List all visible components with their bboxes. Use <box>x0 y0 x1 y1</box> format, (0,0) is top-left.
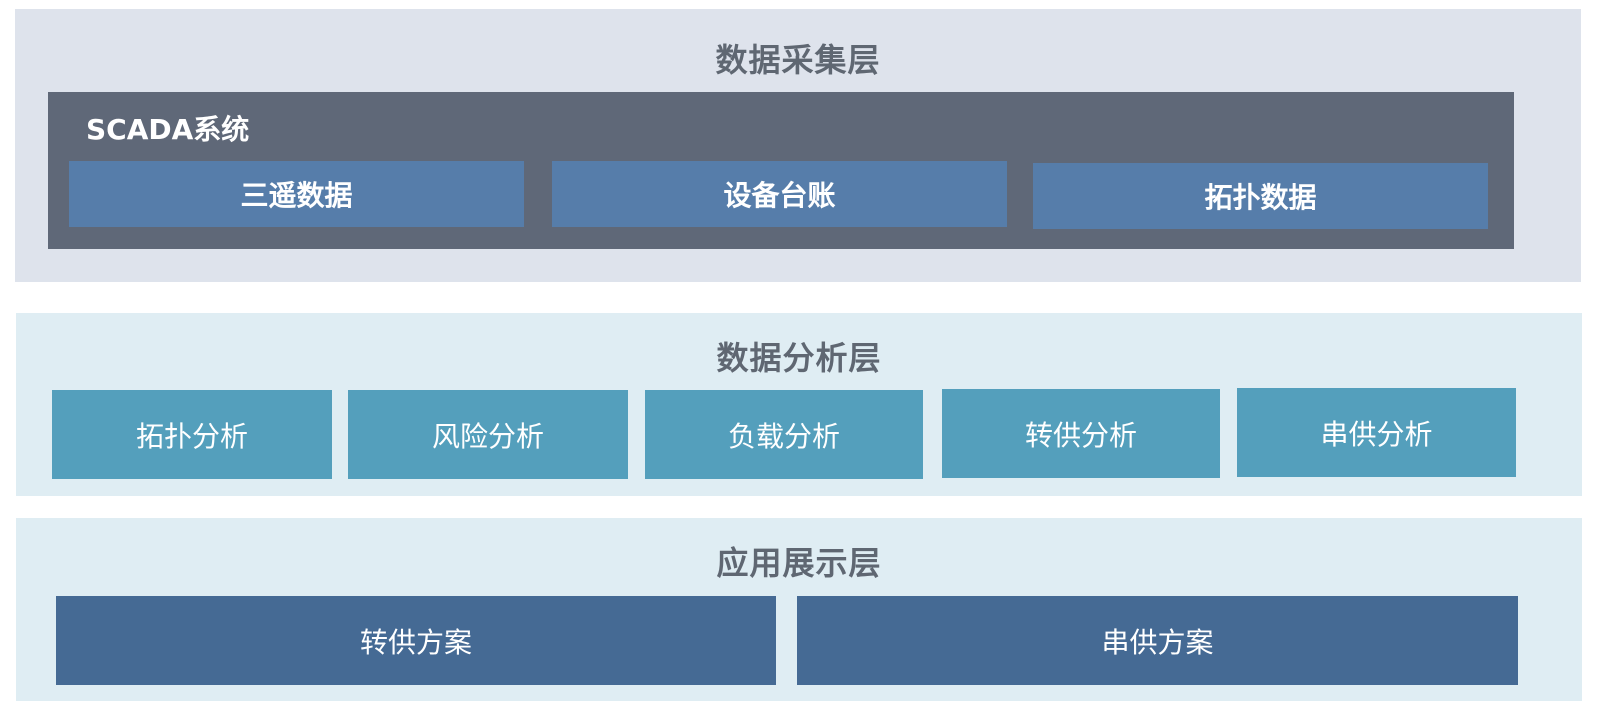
data-acquisition-layer: 数据采集层 SCADA系统 三遥数据 设备台账 拓扑数据 <box>15 9 1581 282</box>
application-layer: 应用展示层 转供方案 串供方案 <box>16 518 1582 701</box>
analysis-item-transfer: 转供分析 <box>942 389 1220 478</box>
analysis-item-load: 负载分析 <box>645 390 923 479</box>
application-layer-title: 应用展示层 <box>716 544 882 582</box>
analysis-item-risk: 风险分析 <box>348 390 628 479</box>
analysis-item-series-supply: 串供分析 <box>1237 388 1516 477</box>
analysis-item-topology: 拓扑分析 <box>52 390 332 479</box>
data-acquisition-layer-title: 数据采集层 <box>715 41 881 79</box>
scada-system-panel: SCADA系统 三遥数据 设备台账 拓扑数据 <box>48 92 1514 249</box>
data-analysis-layer: 数据分析层 拓扑分析 风险分析 负载分析 转供分析 串供分析 <box>16 313 1582 496</box>
application-item-transfer-plan: 转供方案 <box>56 596 776 685</box>
scada-item-topology-data: 拓扑数据 <box>1033 163 1488 229</box>
scada-system-title: SCADA系统 <box>86 113 250 146</box>
scada-item-equipment-ledger: 设备台账 <box>552 161 1007 227</box>
application-item-series-supply-plan: 串供方案 <box>797 596 1518 685</box>
data-analysis-layer-title: 数据分析层 <box>716 339 882 377</box>
scada-item-telemetry: 三遥数据 <box>69 161 524 227</box>
